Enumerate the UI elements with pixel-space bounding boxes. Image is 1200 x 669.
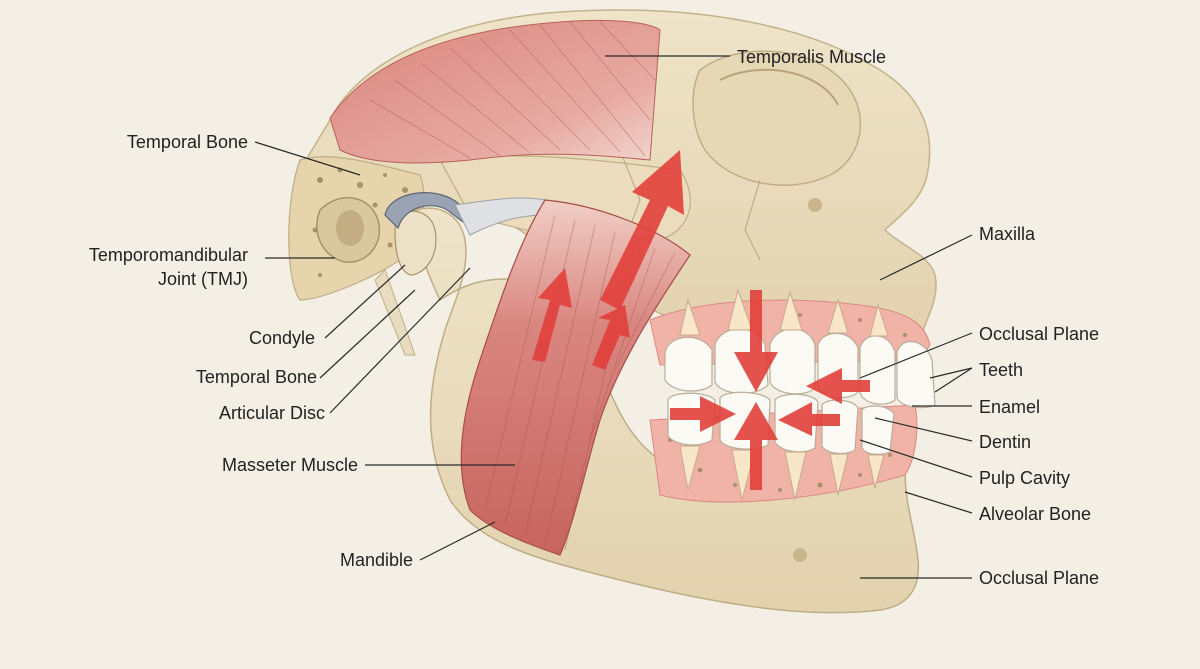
masseter-muscle <box>460 199 691 556</box>
label-condyle: Condyle <box>249 328 315 348</box>
label-enamel: Enamel <box>979 397 1040 417</box>
label-pulp-cavity: Pulp Cavity <box>979 468 1070 488</box>
label-articular-disc: Articular Disc <box>219 403 325 423</box>
force-arrow-right-lower <box>670 396 736 432</box>
label-tmj-line2: Joint (TMJ) <box>158 269 248 289</box>
label-occlusal-plane-lower: Occlusal Plane <box>979 568 1099 588</box>
label-masseter-muscle: Masseter Muscle <box>222 455 358 475</box>
force-arrow-masseter-1 <box>532 268 572 362</box>
tooth-roots <box>679 288 889 501</box>
label-teeth: Teeth <box>979 360 1023 380</box>
force-arrow-temporalis <box>600 150 684 310</box>
label-alveolar-bone: Alveolar Bone <box>979 504 1091 524</box>
label-tmj-line1: Temporomandibular <box>89 245 248 265</box>
label-temporalis-muscle: Temporalis Muscle <box>737 47 886 67</box>
label-dentin: Dentin <box>979 432 1031 452</box>
force-arrow-up <box>734 402 778 490</box>
force-arrow-masseter-2 <box>592 305 630 370</box>
labels: Temporalis Muscle Temporal Bone Temporom… <box>89 47 1099 588</box>
temporalis-muscle <box>329 19 661 164</box>
force-arrows <box>532 150 870 490</box>
label-maxilla: Maxilla <box>979 224 1036 244</box>
styloid-process <box>374 269 416 356</box>
force-arrow-down <box>734 290 778 392</box>
leader-lines <box>254 55 973 579</box>
temporalis-fibers <box>369 21 656 159</box>
force-arrow-left-lower <box>778 402 840 436</box>
label-mandible: Mandible <box>340 550 413 570</box>
label-temporal-bone-lower: Temporal Bone <box>196 367 317 387</box>
label-temporal-bone-upper: Temporal Bone <box>127 132 248 152</box>
label-occlusal-plane-upper: Occlusal Plane <box>979 324 1099 344</box>
force-arrow-left-upper <box>806 368 870 404</box>
mental-foramen <box>793 548 807 562</box>
